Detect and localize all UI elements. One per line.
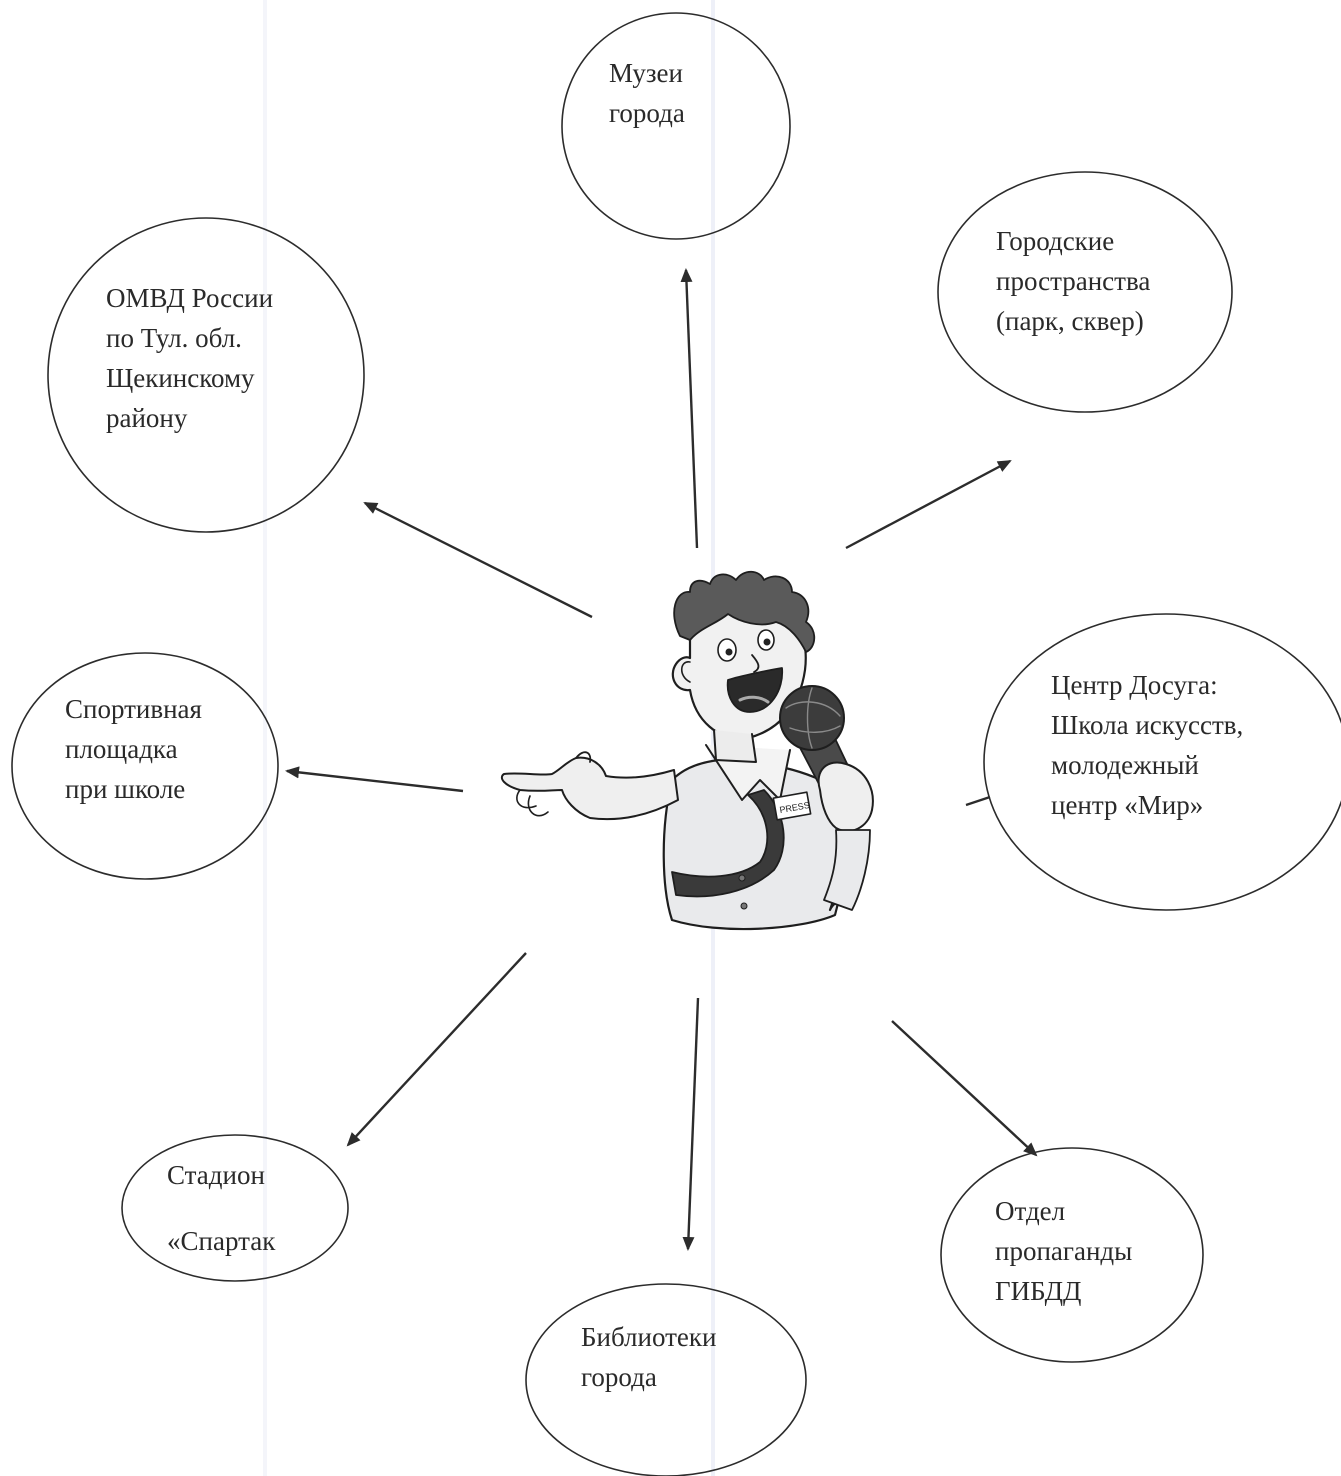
label-line: по Тул. обл. (106, 323, 242, 353)
node-museums-ellipse (561, 12, 791, 240)
hair-shape (673, 570, 816, 653)
node-leisure-center-ellipse (983, 613, 1341, 911)
label-line: Отдел (995, 1196, 1065, 1226)
label-line: ОМВД России (106, 283, 273, 313)
nose-shape (751, 654, 760, 673)
arrow-to-libraries (682, 997, 700, 1251)
pupil-shape (763, 638, 771, 646)
label-line: города (609, 98, 685, 128)
label-line: пространства (996, 266, 1150, 296)
label-line: Центр Досуга: (1051, 670, 1218, 700)
node-sports-ground-ellipse (11, 652, 279, 880)
node-leisure-center-label: Центр Досуга: Школа искусств, молодежный це… (1051, 670, 1243, 820)
label-line: Городские (996, 226, 1114, 256)
label-line: пропаганды (995, 1236, 1132, 1266)
label-line: Щекинскому (106, 363, 255, 393)
pupil-shape (725, 648, 733, 656)
press-badge-shape (772, 791, 812, 821)
fingers-shape (516, 789, 549, 817)
node-stadium-label: Стадион «Спартак (167, 1160, 276, 1256)
label-line: Стадион (167, 1160, 265, 1190)
label-line: «Спартак (167, 1226, 276, 1256)
arrow-to-sports-ground (285, 766, 464, 793)
right-hand-shape (817, 761, 874, 833)
node-police-label: ОМВД России по Тул. обл. Щекинскому району (106, 283, 273, 433)
hand-shape (500, 756, 679, 821)
node-libraries-ellipse (525, 1283, 807, 1476)
label-line: ГИБДД (995, 1276, 1081, 1306)
arrow-to-police (363, 501, 593, 619)
label-line: району (106, 403, 188, 433)
label-line: (парк, сквер) (996, 306, 1144, 336)
label-line: молодежный (1051, 750, 1199, 780)
microphone-head-shape (779, 685, 845, 751)
arrow-to-museums (680, 268, 699, 549)
node-traffic-police-ellipse (940, 1147, 1204, 1363)
node-sports-ground-label: Спортивная площадка при школе (65, 694, 202, 804)
tie-shape (671, 789, 785, 898)
node-museums-label: Музеи города (609, 58, 685, 128)
node-stadium-ellipse (121, 1134, 349, 1282)
node-police-ellipse (47, 217, 365, 533)
label-line: Библиотеки (581, 1322, 716, 1352)
reporter-with-microphone-icon: PRESS (500, 570, 874, 931)
neck-shape (713, 729, 757, 763)
arrow-to-city-spaces (845, 459, 1012, 550)
node-city-spaces-label: Городские пространства (парк, сквер) (996, 226, 1150, 336)
ear-shape (680, 661, 691, 683)
microphone-grill-shape (785, 687, 841, 749)
label-line: Музеи (609, 58, 683, 88)
shirt-button (740, 902, 748, 910)
node-libraries-label: Библиотеки города (581, 1322, 716, 1392)
thumb-shape (575, 751, 592, 763)
label-line: площадка (65, 734, 178, 764)
line-to-leisure-center (965, 795, 991, 807)
label-line: города (581, 1362, 657, 1392)
tongue-shape (738, 695, 770, 704)
label-line: при школе (65, 774, 185, 804)
arrow-to-stadium (346, 952, 527, 1147)
arrow-to-traffic-police (891, 1020, 1038, 1157)
shirt-button (738, 874, 746, 882)
node-city-spaces-ellipse (937, 171, 1233, 413)
right-sleeve-shape (823, 829, 871, 911)
label-line: Школа искусств, (1051, 710, 1243, 740)
label-line: центр «Мир» (1051, 790, 1203, 820)
label-line: Спортивная (65, 694, 202, 724)
